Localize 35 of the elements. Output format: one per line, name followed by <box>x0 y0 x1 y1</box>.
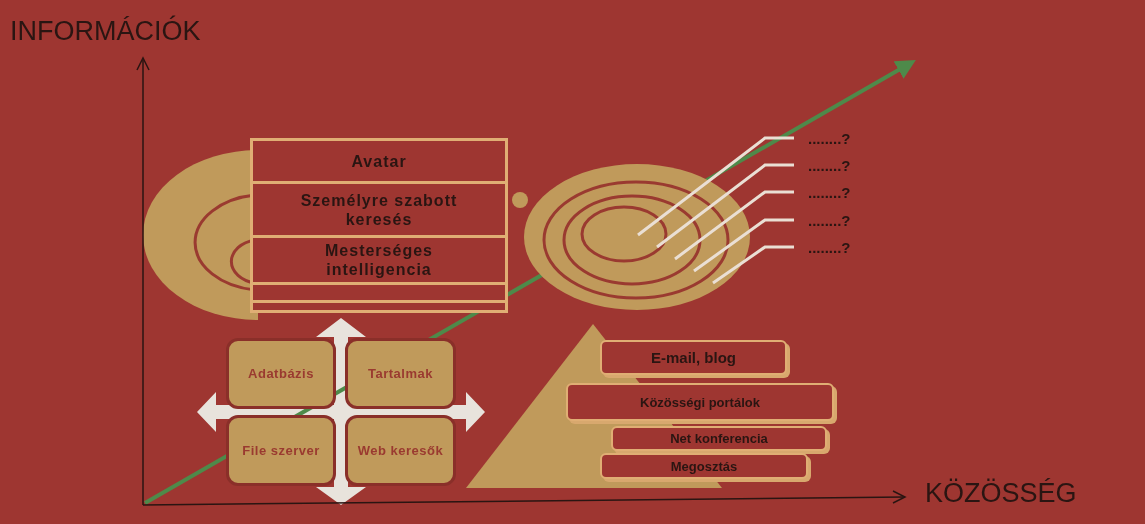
pyramid-tier-box <box>600 340 787 375</box>
axis-title: INFORMÁCIÓK <box>10 16 201 47</box>
question-text: ........? <box>808 156 851 174</box>
tier-label: Közösségi portálok <box>640 394 760 410</box>
box-label: Tartalmak <box>368 365 433 382</box>
question-text: ........? <box>808 211 851 229</box>
rounded-box <box>345 338 456 409</box>
table-row <box>250 181 508 238</box>
row-label: Avatar <box>351 151 407 171</box>
pyramid-tier-box <box>566 383 834 421</box>
axis-title: KÖZÖSSÉG <box>925 478 1077 509</box>
tier-label: Megosztás <box>670 458 738 474</box>
table-row <box>250 138 508 184</box>
box-label: File szerver <box>242 442 320 459</box>
row-label: Mesterséges intelligencia <box>324 241 434 279</box>
tier-label: E-mail, blog <box>651 349 736 366</box>
question-text: ........? <box>808 129 851 147</box>
rounded-box <box>226 415 336 486</box>
pyramid-tier-box <box>611 426 827 451</box>
leader-line <box>693 218 794 273</box>
leader-line <box>656 163 794 249</box>
tier-label: Net konferencia <box>670 431 768 446</box>
leader-line <box>674 190 794 261</box>
leader-line <box>637 136 794 237</box>
row-label: Személyre szabott keresés <box>299 190 459 229</box>
rounded-box <box>226 338 336 409</box>
table-row <box>250 235 508 285</box>
leader-line <box>712 245 794 285</box>
rounded-box <box>345 415 456 486</box>
question-text: ........? <box>808 238 851 256</box>
box-label: Web keresők <box>357 442 444 459</box>
question-text: ........? <box>808 183 851 201</box>
pyramid-tier-box <box>600 453 808 479</box>
box-label: Adatbázis <box>248 365 314 382</box>
concentric-circles <box>524 164 750 310</box>
